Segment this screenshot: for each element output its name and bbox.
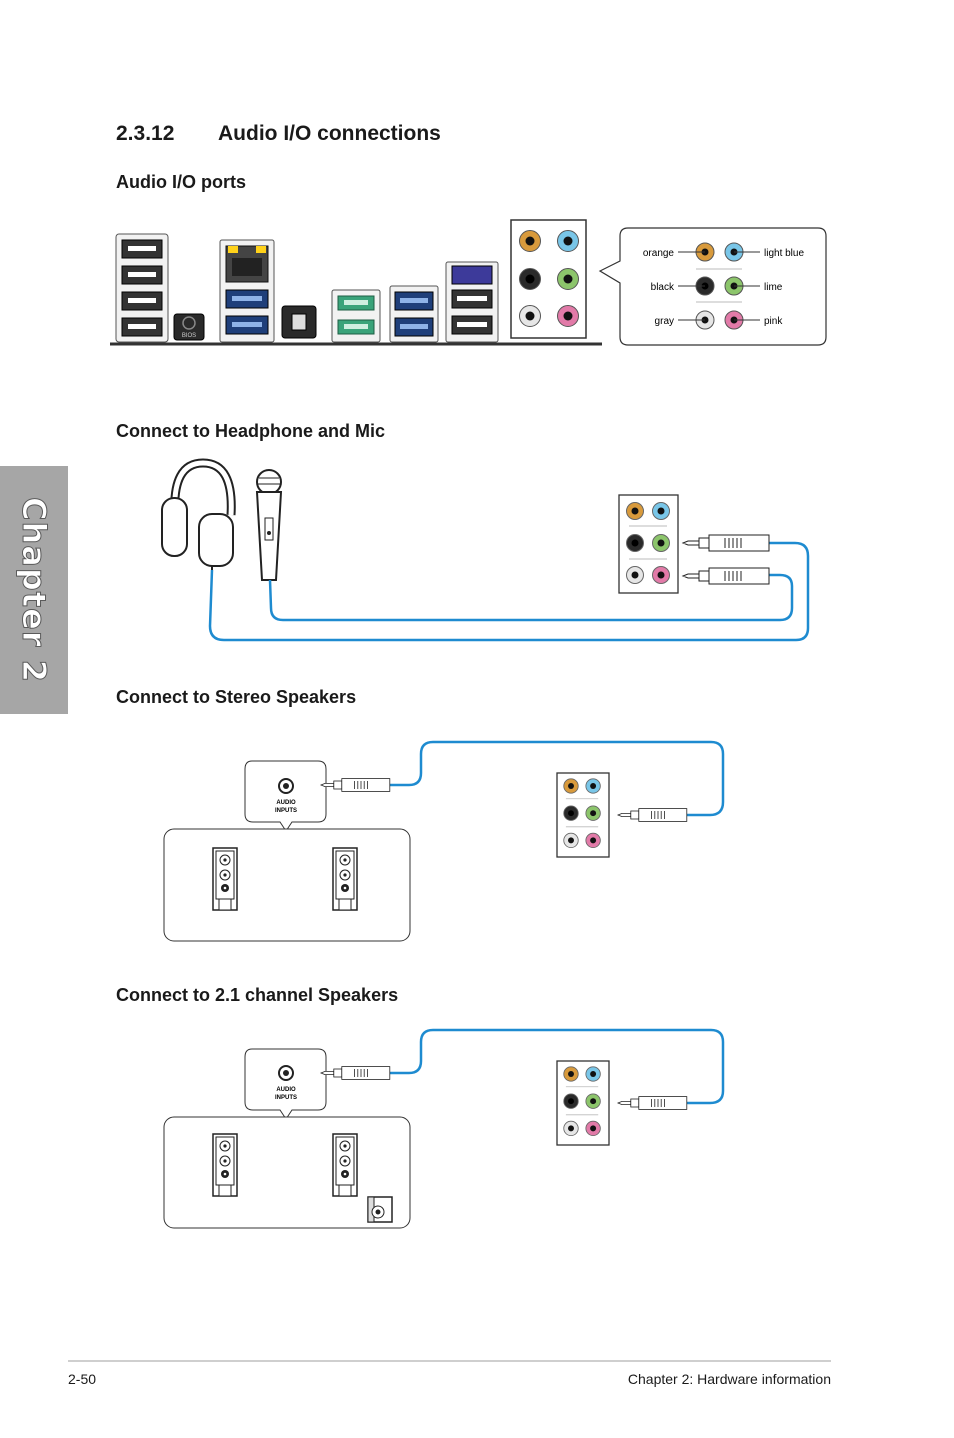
subwoofer-icon — [367, 1196, 393, 1223]
footer-chapter: Chapter 2: Hardware information — [627, 1371, 831, 1387]
lan-usb3-port-stack — [219, 239, 275, 343]
label-orange: orange — [643, 248, 675, 259]
stereo-speakers-diagram: AUDIO INPUTS — [163, 740, 725, 942]
page-number: 2-50 — [68, 1371, 97, 1387]
section-title: Audio I/O connections — [218, 122, 441, 145]
esata-port-stack — [331, 289, 381, 343]
subsection-headphone-heading: Connect to Headphone and Mic — [116, 421, 386, 441]
microphone-icon — [255, 469, 283, 581]
speaker-right-icon — [332, 847, 358, 911]
speaker-right-icon-b — [332, 1133, 358, 1197]
label-pink: pink — [764, 316, 783, 327]
label-light-blue: light blue — [764, 248, 804, 259]
headphone-mic-diagram — [161, 458, 810, 642]
subsection-21-heading: Connect to 2.1 channel Speakers — [116, 985, 399, 1005]
label-black: black — [651, 282, 675, 293]
bios-label: BIOS — [182, 333, 196, 339]
mic-cable — [268, 573, 794, 622]
usb2-port-stack — [115, 233, 169, 343]
rear-io-panel: BIOS — [110, 219, 602, 346]
usb3-port-stack — [389, 285, 439, 343]
section-number: 2.3.12 — [116, 122, 175, 145]
optical-spdif-port — [281, 305, 317, 339]
audio-inputs-label-line2-b: INPUTS — [275, 1095, 297, 1101]
headphone-cable — [208, 541, 810, 642]
audio-jack-block — [510, 219, 587, 339]
speaker-left-icon — [212, 847, 238, 911]
bios-flashback-button: BIOS — [173, 313, 205, 341]
usb-port-stack-right — [445, 261, 499, 343]
speaker-left-icon-b — [212, 1133, 238, 1197]
two-one-cable — [390, 1028, 725, 1105]
subsection-stereo-heading: Connect to Stereo Speakers — [116, 687, 357, 707]
chapter-tab: Chapter 2 — [0, 466, 68, 714]
audio-inputs-label-line1: AUDIO — [276, 800, 296, 806]
label-gray: gray — [655, 316, 674, 327]
audio-inputs-label-line2: INPUTS — [275, 808, 297, 814]
subsection-ports-heading: Audio I/O ports — [116, 172, 246, 192]
jack-color-callout: orange black gray light blue lime pink — [598, 227, 827, 346]
label-lime: lime — [764, 282, 783, 293]
headphone-icon — [161, 458, 236, 570]
footer-divider — [68, 1360, 831, 1362]
audio-inputs-label-line1-b: AUDIO — [276, 1087, 296, 1093]
stereo-cable — [390, 740, 725, 817]
two-one-speakers-diagram: AUDIO INPUTS — [163, 1028, 725, 1229]
